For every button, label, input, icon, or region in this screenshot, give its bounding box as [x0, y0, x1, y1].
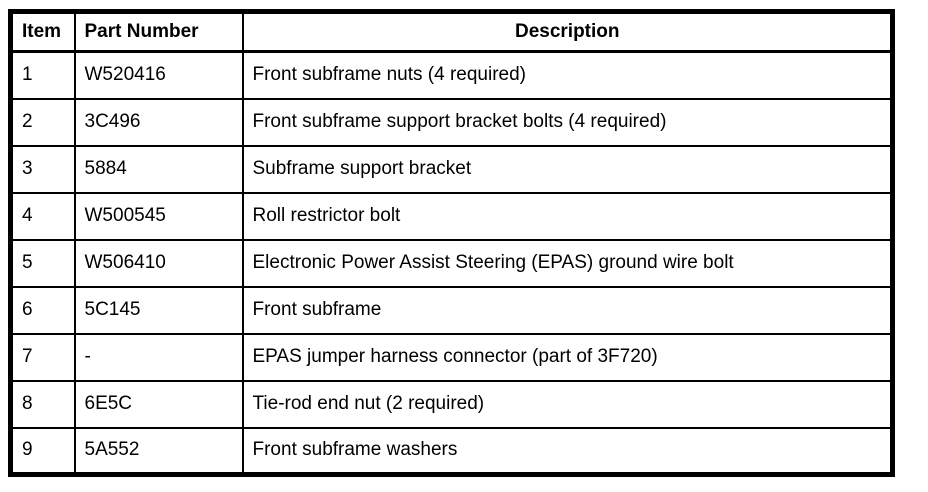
- description-cell: Front subframe: [241, 285, 894, 335]
- description-cell: Tie-rod end nut (2 required): [241, 379, 894, 429]
- item-cell: 5: [9, 238, 76, 288]
- description-cell: Front subframe washers: [241, 426, 894, 476]
- part_number-cell: 5C145: [73, 285, 244, 335]
- parts-table-header: Item Part Number Description: [9, 10, 894, 53]
- column-header-item: Item: [9, 10, 76, 53]
- part_number-cell: W506410: [73, 238, 244, 288]
- part_number-cell: W520416: [73, 50, 244, 100]
- item-cell: 1: [9, 50, 76, 100]
- part_number-cell: W500545: [73, 191, 244, 241]
- item-cell: 7: [9, 332, 76, 382]
- part_number-cell: -: [73, 332, 244, 382]
- column-header-description: Description: [241, 10, 894, 53]
- item-cell: 9: [9, 426, 76, 476]
- item-cell: 4: [9, 191, 76, 241]
- part_number-cell: 5A552: [73, 426, 244, 476]
- item-cell: 3: [9, 144, 76, 194]
- item-cell: 6: [9, 285, 76, 335]
- table-row: 7-EPAS jumper harness connector (part of…: [9, 332, 894, 382]
- description-cell: EPAS jumper harness connector (part of 3…: [241, 332, 894, 382]
- item-cell: 8: [9, 379, 76, 429]
- description-cell: Electronic Power Assist Steering (EPAS) …: [241, 238, 894, 288]
- column-header-part-number: Part Number: [73, 10, 244, 53]
- part_number-cell: 6E5C: [73, 379, 244, 429]
- part_number-cell: 5884: [73, 144, 244, 194]
- header-row: Item Part Number Description: [9, 10, 894, 53]
- description-cell: Roll restrictor bolt: [241, 191, 894, 241]
- description-cell: Front subframe support bracket bolts (4 …: [241, 97, 894, 147]
- description-cell: Subframe support bracket: [241, 144, 894, 194]
- part_number-cell: 3C496: [73, 97, 244, 147]
- item-cell: 2: [9, 97, 76, 147]
- description-cell: Front subframe nuts (4 required): [241, 50, 894, 100]
